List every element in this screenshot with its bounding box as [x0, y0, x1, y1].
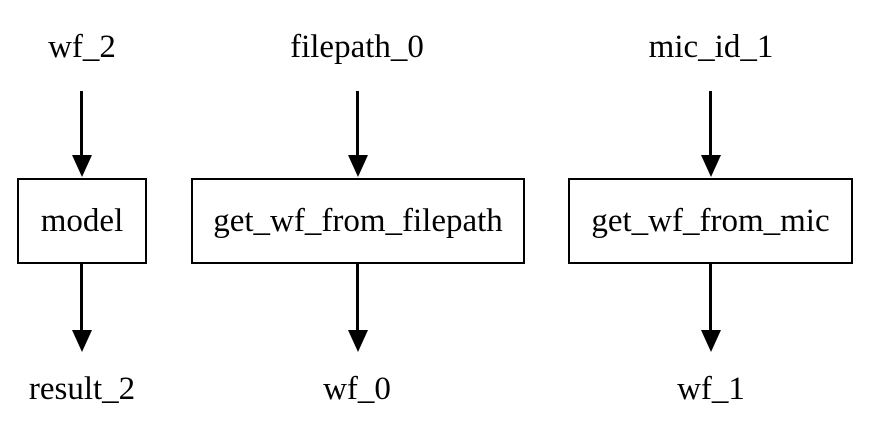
arrowhead-down-icon — [72, 155, 92, 177]
arrow-shaft — [709, 264, 712, 332]
output-node-wf-0: wf_0 — [323, 371, 391, 407]
arrowhead-down-icon — [701, 330, 721, 352]
arrowhead-down-icon — [348, 155, 368, 177]
arrow-shaft — [80, 264, 83, 332]
arrowhead-down-icon — [701, 155, 721, 177]
input-node-wf-2: wf_2 — [48, 29, 116, 65]
arrow-shaft — [80, 91, 83, 157]
process-node-model: model — [17, 178, 147, 264]
process-node-get-wf-from-filepath: get_wf_from_filepath — [191, 178, 525, 264]
output-node-wf-1: wf_1 — [677, 371, 745, 407]
arrowhead-down-icon — [348, 330, 368, 352]
output-node-result-2: result_2 — [28, 371, 136, 407]
arrowhead-down-icon — [72, 330, 92, 352]
input-node-filepath-0: filepath_0 — [290, 29, 424, 65]
process-node-get-wf-from-mic: get_wf_from_mic — [568, 178, 853, 264]
arrow-shaft — [356, 264, 359, 332]
arrow-shaft — [709, 91, 712, 157]
arrow-shaft — [356, 91, 359, 157]
input-node-mic-id-1: mic_id_1 — [648, 29, 774, 65]
